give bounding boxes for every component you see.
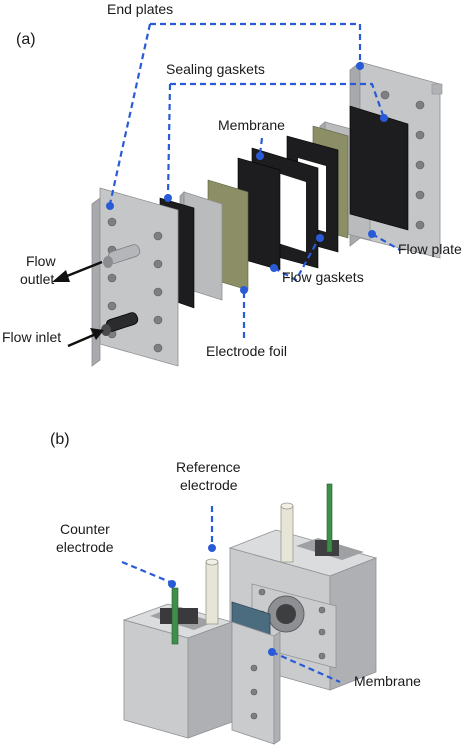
label-membrane-a: Membrane	[218, 117, 285, 133]
label-sealing-gaskets: Sealing gaskets	[166, 61, 265, 77]
panel-a-tag: (a)	[16, 31, 36, 48]
reference-electrode-front	[205, 558, 219, 625]
left-end-plate	[91, 187, 179, 367]
counter-electrode	[171, 587, 179, 645]
working-electrode-back	[326, 483, 333, 553]
label-flow-plate: Flow plate	[398, 241, 462, 257]
right-sealing-gasket	[349, 105, 409, 231]
label-electrode-foil: Electrode foil	[206, 343, 287, 359]
label-flow-inlet: Flow inlet	[2, 329, 61, 345]
label-end-plates: End plates	[107, 1, 173, 17]
flow-inlet-arrow	[67, 328, 104, 348]
panel-b-tag: (b)	[50, 431, 70, 448]
label-flow-gaskets: Flow gaskets	[282, 269, 364, 285]
reference-electrode-back	[280, 502, 294, 563]
leaders-panel-b	[121, 506, 341, 684]
label-reference-electrode-line2: electrode	[180, 477, 238, 493]
flow-outlet-arrow	[52, 260, 103, 282]
label-counter-electrode-line1: Counter	[60, 521, 110, 537]
label-flow-outlet-line1: Flow	[26, 253, 56, 269]
leaders-panel-a	[106, 22, 401, 342]
label-membrane-b: Membrane	[354, 673, 421, 689]
label-flow-outlet-line2: outlet	[20, 271, 54, 287]
label-reference-electrode-line1: Reference	[176, 459, 241, 475]
label-counter-electrode-line2: electrode	[56, 539, 114, 555]
flow-inlet-fitting	[101, 312, 139, 336]
flow-outlet-fitting	[103, 244, 141, 268]
